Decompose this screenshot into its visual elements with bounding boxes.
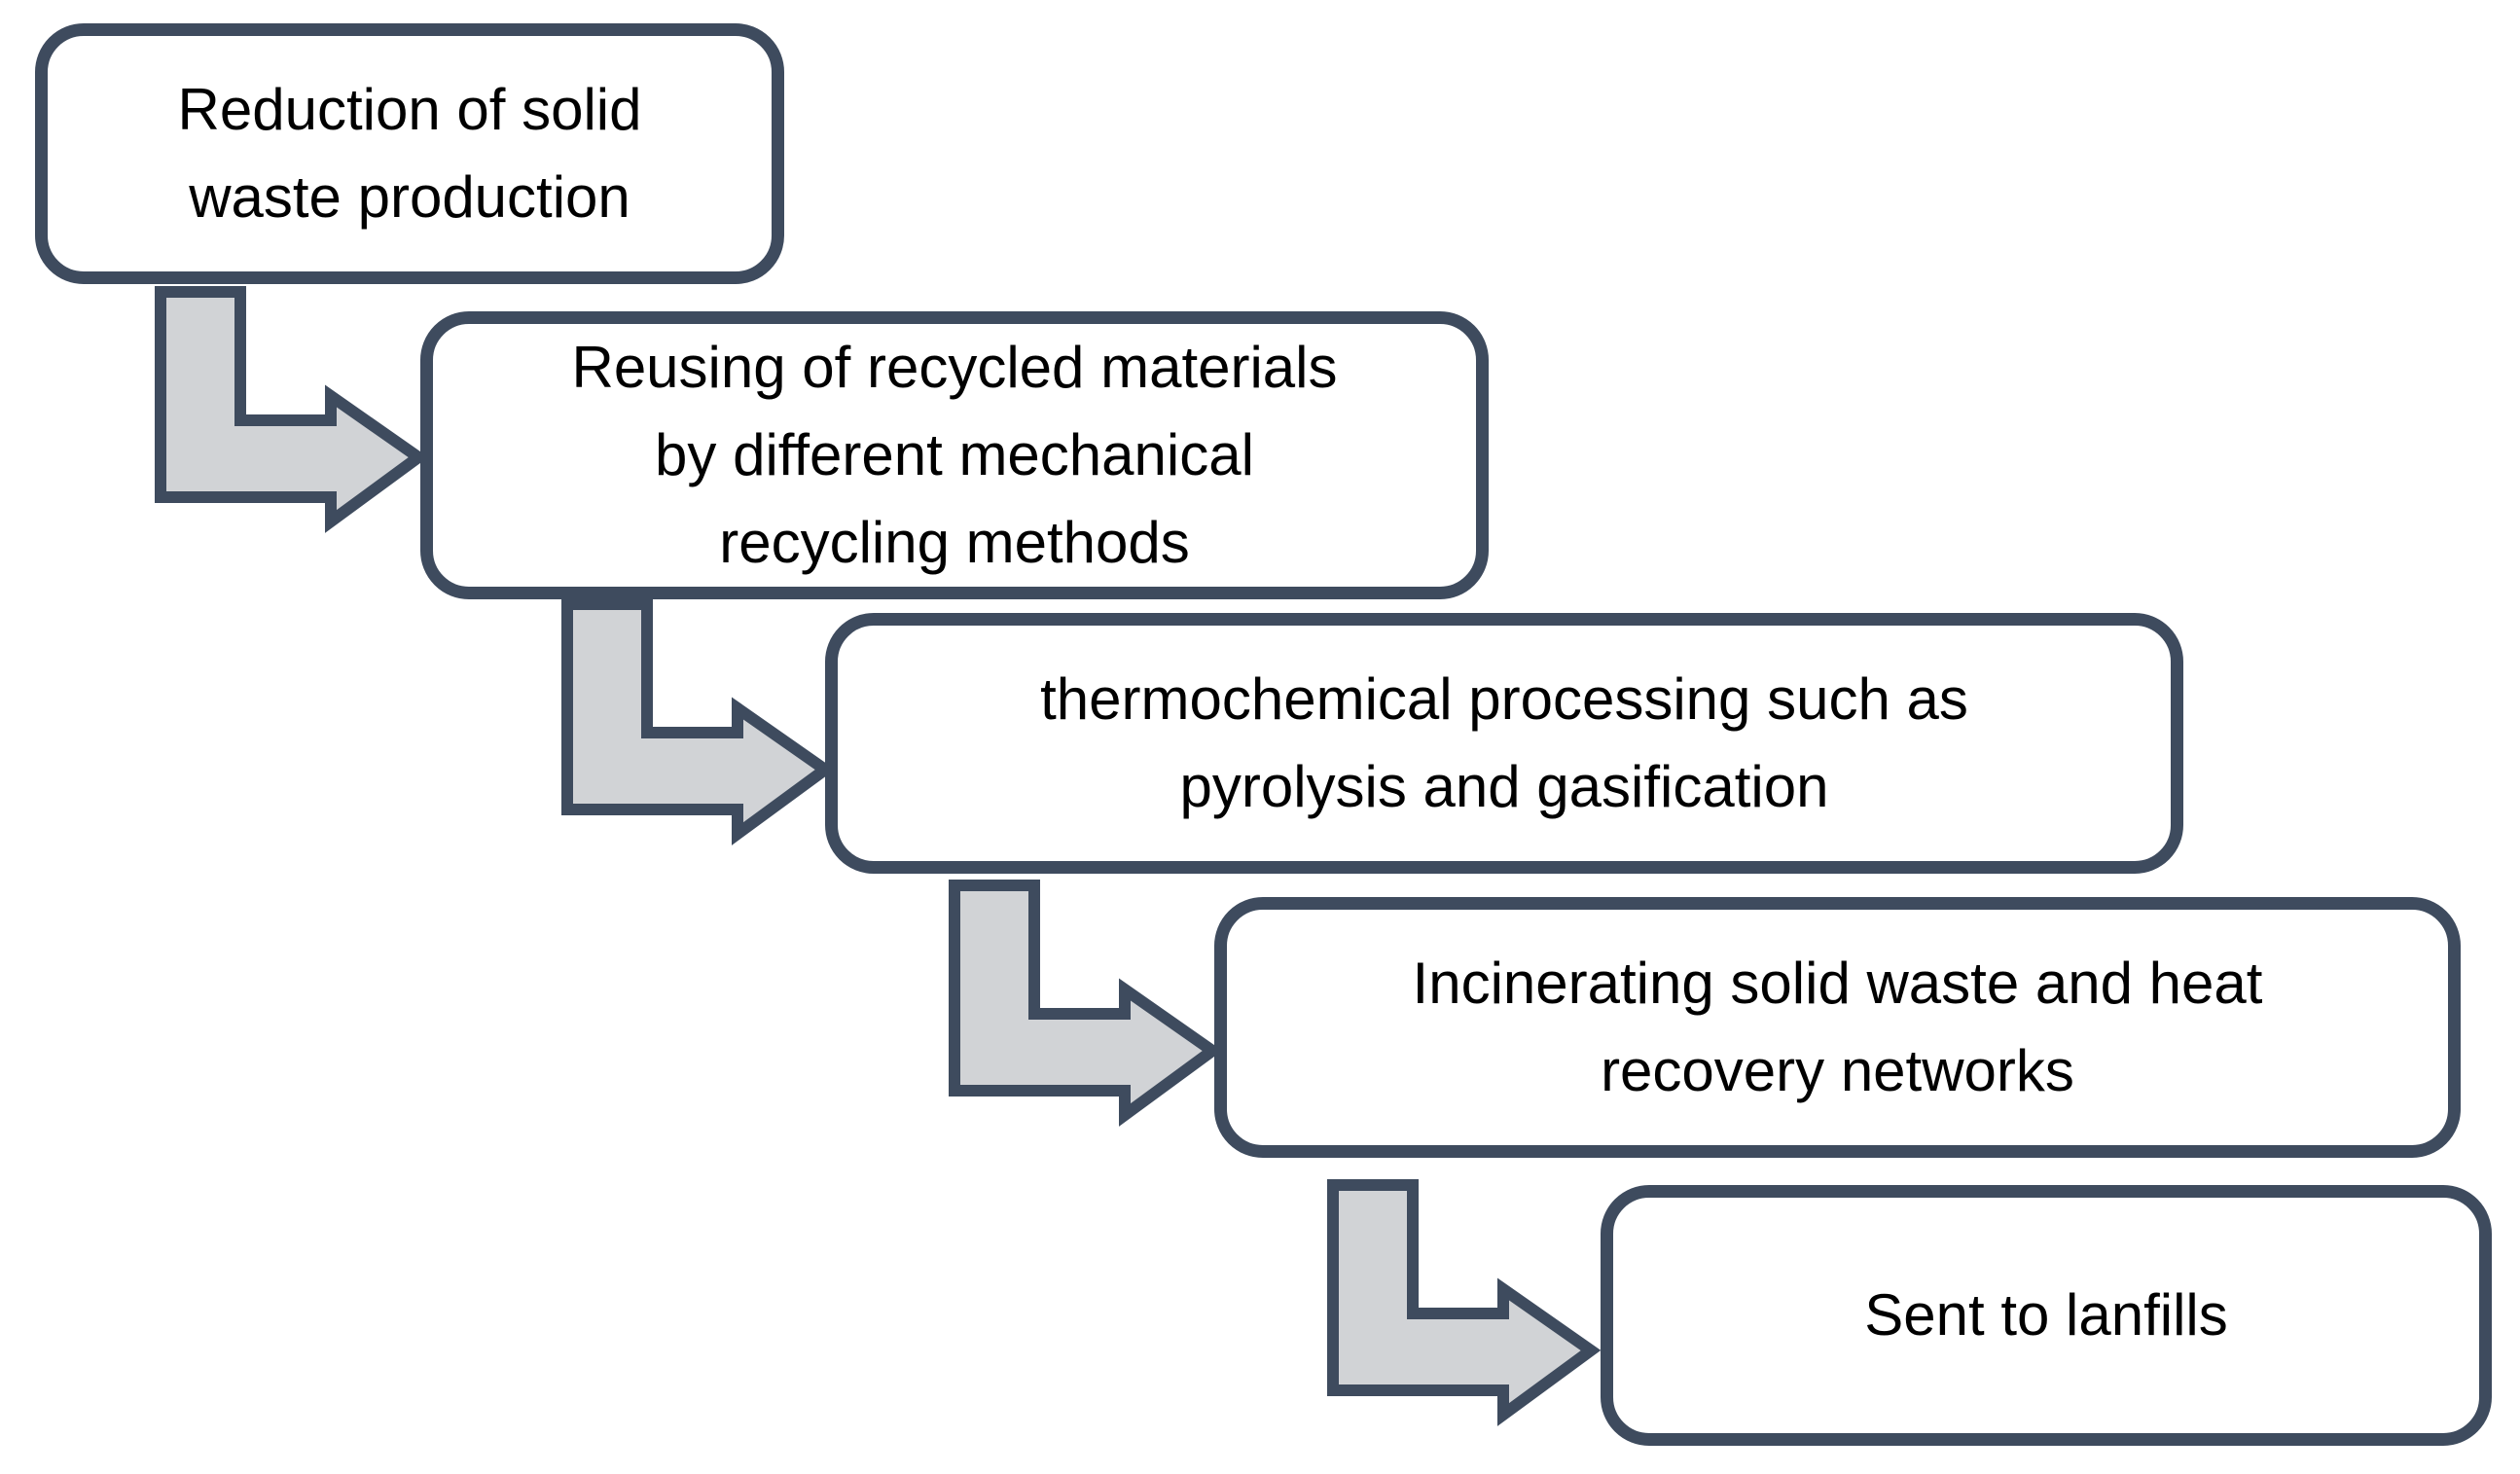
- step-label-line: waste production: [189, 164, 630, 230]
- step-box-reduction: Reduction of solid waste production: [35, 23, 784, 284]
- step-label-line: recovery networks: [1601, 1038, 2074, 1103]
- step-label-line: thermochemical processing such as: [1040, 666, 1968, 732]
- bent-arrow-icon: [155, 286, 429, 533]
- bent-arrow-icon: [1327, 1179, 1602, 1426]
- bent-arrow-icon: [949, 880, 1223, 1127]
- bent-arrow-shape: [1327, 1179, 1602, 1426]
- step-label-line: pyrolysis and gasification: [1179, 754, 1829, 819]
- step-label-line: Sent to lanfills: [1864, 1282, 2228, 1348]
- bent-arrow-shape: [949, 880, 1223, 1127]
- step-label-line: Reusing of recycled materials: [571, 335, 1338, 400]
- bent-arrow-shape: [561, 598, 836, 845]
- step-box-incinerating: Incinerating solid waste and heat recove…: [1214, 897, 2461, 1158]
- bent-arrow-icon: [561, 598, 836, 845]
- step-label-line: Reduction of solid: [177, 77, 642, 142]
- step-box-landfills: Sent to lanfills: [1601, 1185, 2492, 1446]
- step-box-reusing: Reusing of recycled materials by differe…: [420, 311, 1489, 599]
- step-box-thermochemical: thermochemical processing such as pyroly…: [825, 613, 2183, 874]
- bent-arrow-shape: [155, 286, 429, 533]
- step-label-line: recycling methods: [719, 510, 1190, 575]
- step-label-line: Incinerating solid waste and heat: [1412, 951, 2263, 1016]
- step-label-line: by different mechanical: [655, 422, 1254, 487]
